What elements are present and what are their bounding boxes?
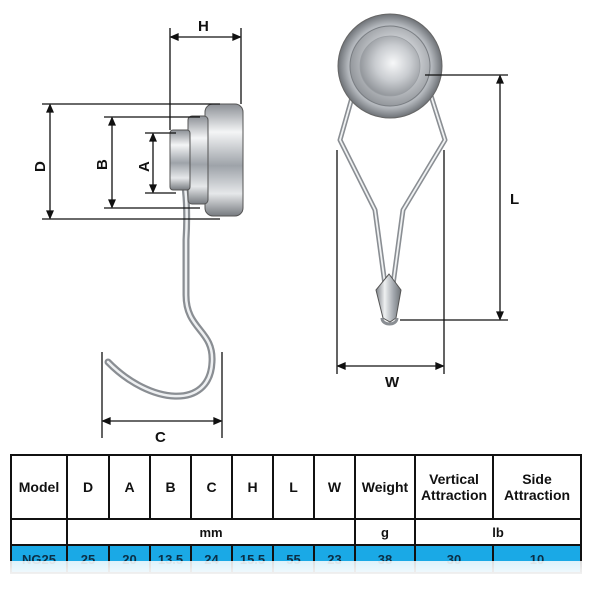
table-cell: 20 [108, 544, 151, 574]
table-units-row: mm g lb [10, 518, 582, 546]
label-D: D [32, 161, 49, 172]
unit-g: g [354, 518, 416, 546]
label-A: A [136, 161, 153, 172]
table-header: C [190, 454, 233, 520]
dim-H [169, 28, 242, 130]
hook-tip [375, 273, 402, 323]
dim-C [101, 352, 223, 438]
label-B: B [94, 159, 111, 170]
dim-L [400, 74, 508, 321]
bottom-fade [0, 561, 600, 600]
table-header: A [108, 454, 151, 520]
table-header: Vertical Attraction [414, 454, 494, 520]
table-header: Model [10, 454, 68, 520]
label-W: W [385, 374, 400, 391]
label-H: H [198, 18, 209, 35]
label-C: C [155, 429, 166, 446]
front-view-hook [337, 13, 448, 326]
table-header-row: Model D A B C H L W Weight Vertical Attr… [10, 454, 582, 520]
table-header: Weight [354, 454, 416, 520]
dim-D [42, 103, 220, 220]
dim-A [145, 132, 176, 194]
magnet-body-side [204, 103, 244, 217]
spec-table: Model D A B C H L W Weight Vertical Attr… [10, 454, 582, 574]
unit-lb: lb [414, 518, 582, 546]
label-L: L [510, 191, 519, 208]
table-header: H [231, 454, 274, 520]
table-header: L [272, 454, 315, 520]
unit-mm: mm [66, 518, 356, 546]
table-cell [10, 518, 68, 546]
dim-B [104, 116, 200, 209]
table-header: B [149, 454, 192, 520]
table-header: W [313, 454, 356, 520]
table-header: D [66, 454, 110, 520]
side-view-hook [104, 103, 244, 400]
table-header: Side Attraction [492, 454, 582, 520]
dim-W [336, 150, 445, 374]
hook-dimension-diagram: H D B A C [32, 13, 519, 446]
